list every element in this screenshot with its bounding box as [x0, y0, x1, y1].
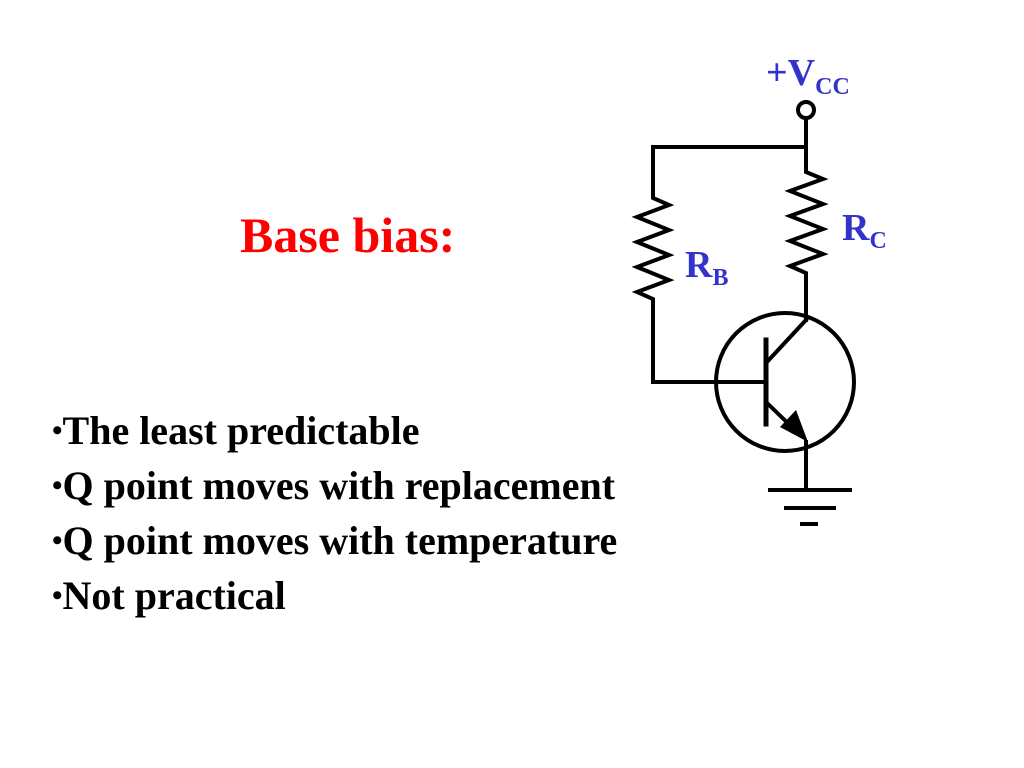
- vcc-label: +VCC: [766, 52, 850, 100]
- bullet-text: Q point moves with temperature: [62, 518, 618, 563]
- bullet-list: •The least predictable •Q point moves wi…: [52, 403, 617, 623]
- slide-title: Base bias:: [240, 207, 456, 263]
- bullet-item: •Q point moves with temperature: [52, 513, 617, 568]
- rc-label: RC: [842, 207, 887, 254]
- rb-label: RB: [685, 244, 728, 291]
- bullet-item: •Not practical: [52, 568, 617, 623]
- bullet-item: •Q point moves with replacement: [52, 458, 617, 513]
- vcc-terminal: [796, 100, 816, 120]
- bullet-marker: •: [52, 469, 63, 502]
- emitter-arrow: [780, 410, 808, 442]
- bullet-item: •The least predictable: [52, 403, 617, 458]
- base-resistor: [631, 145, 675, 384]
- transistor-collector: [763, 317, 809, 366]
- bullet-marker: •: [52, 414, 63, 447]
- bullet-marker: •: [52, 579, 63, 612]
- bullet-text: Q point moves with replacement: [62, 463, 616, 508]
- bullet-marker: •: [52, 524, 63, 557]
- bullet-text: Not practical: [62, 573, 286, 618]
- collector-resistor: [784, 145, 829, 322]
- bullet-text: The least predictable: [62, 408, 420, 453]
- transistor-envelope: [714, 311, 856, 453]
